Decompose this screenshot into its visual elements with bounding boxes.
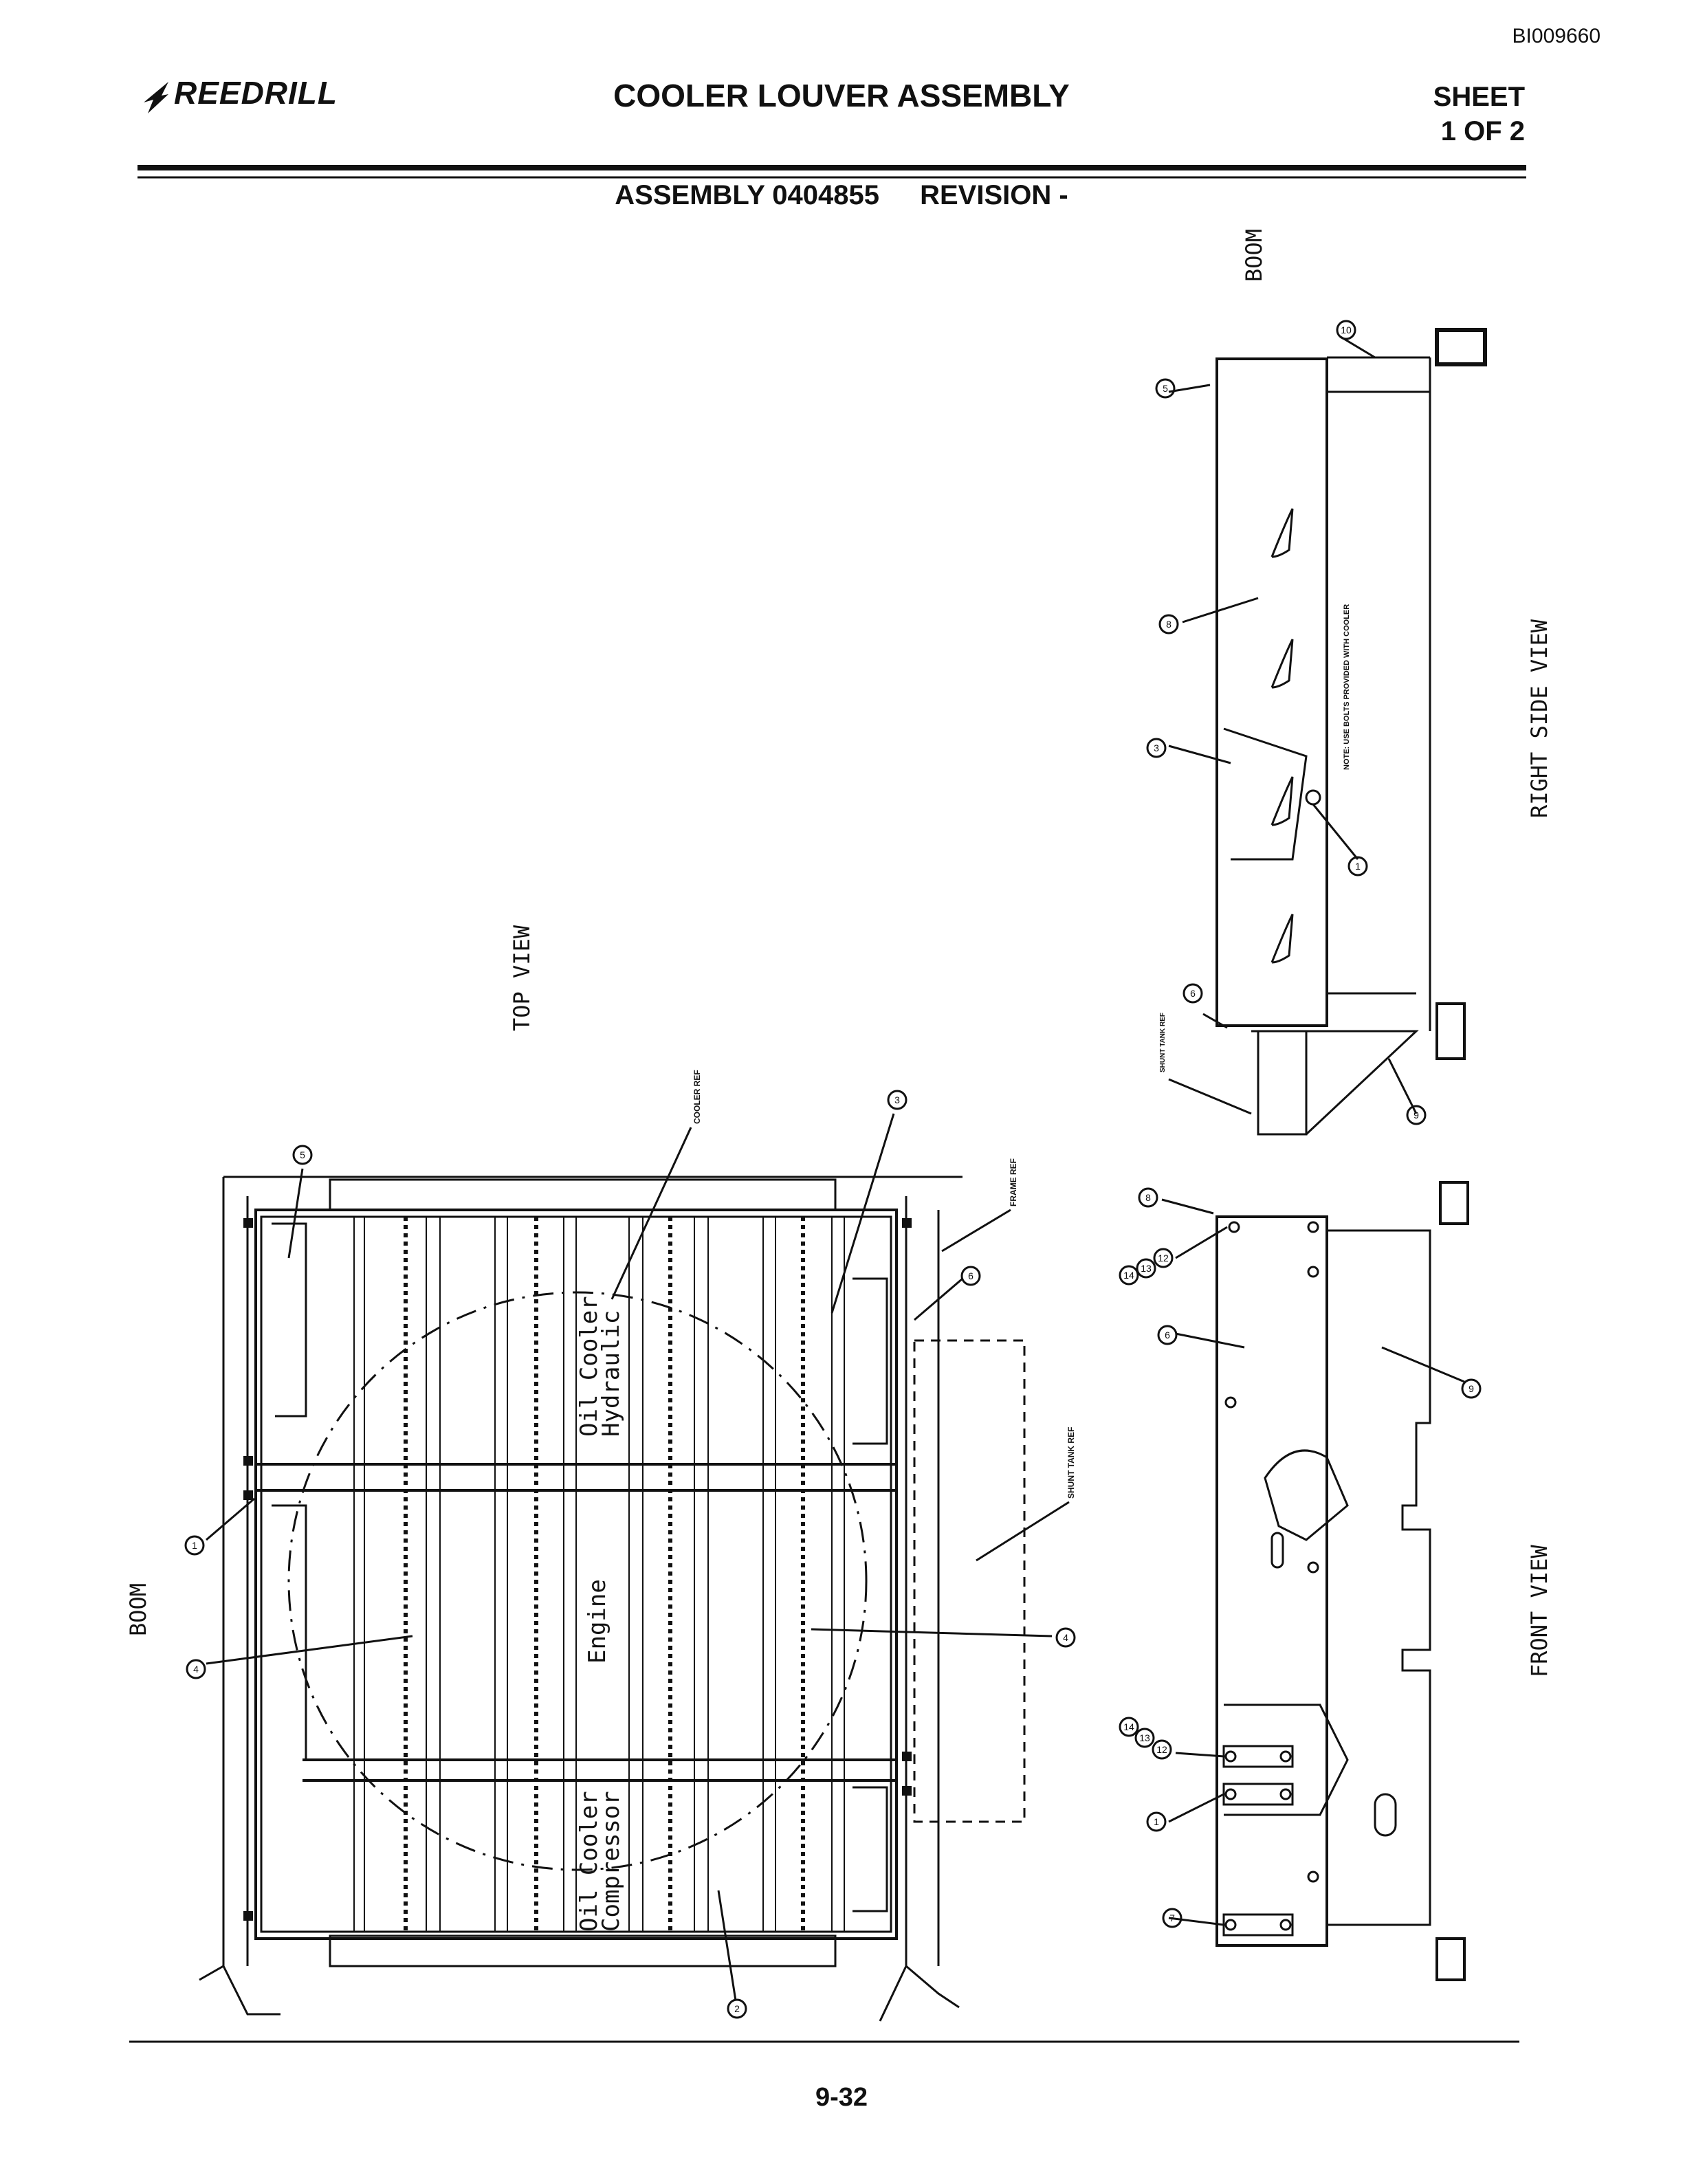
callout-5-side: 5 bbox=[1163, 383, 1168, 394]
callout-9-front: 9 bbox=[1468, 1383, 1474, 1394]
engine-label: Engine bbox=[584, 1579, 611, 1664]
callout-3-top: 3 bbox=[894, 1094, 900, 1105]
cooler-outline bbox=[287, 1291, 868, 1871]
callout-4-left: 4 bbox=[193, 1664, 199, 1675]
callout-numbers: 5 3 6 1 4 4 2 10 5 8 3 1 6 9 8 14 13 12 … bbox=[192, 324, 1474, 2014]
revision: REVISION - bbox=[920, 180, 1068, 210]
callout-14b: 14 bbox=[1123, 1721, 1134, 1732]
callout-13a: 13 bbox=[1141, 1263, 1152, 1274]
callout-1-side: 1 bbox=[1355, 861, 1361, 872]
front-view-label: FRONT VIEW bbox=[1526, 1545, 1552, 1677]
oil-cooler-hydraulic-line1: Oil Cooler bbox=[575, 1296, 603, 1437]
cooler-ref-note: COOLER REF bbox=[692, 1070, 702, 1124]
callout-1-front: 1 bbox=[1154, 1816, 1159, 1827]
document-id: BI009660 bbox=[1512, 25, 1600, 47]
callout-1-top: 1 bbox=[192, 1540, 197, 1551]
callout-2-bottom: 2 bbox=[734, 2003, 740, 2014]
side-panel bbox=[1216, 357, 1328, 1027]
reedrill-logo: REEDRILL bbox=[141, 74, 338, 116]
callout-12b: 12 bbox=[1156, 1744, 1167, 1755]
callout-6-top: 6 bbox=[968, 1270, 974, 1281]
right-side-view: RIGHT SIDE VIEW BOOM NOTE: USE BOLTS PRO… bbox=[1159, 229, 1552, 1136]
sheet-value: 1 OF 2 bbox=[1440, 116, 1525, 146]
oil-cooler-hydraulic-line2: Hydraulic bbox=[597, 1310, 625, 1437]
assembly-number: ASSEMBLY 0404855 bbox=[615, 180, 879, 210]
callout-10-side: 10 bbox=[1341, 324, 1352, 335]
callout-7-front: 7 bbox=[1169, 1912, 1175, 1923]
callout-6-front: 6 bbox=[1165, 1330, 1170, 1341]
side-bracket-top bbox=[1435, 328, 1487, 366]
callout-3-side: 3 bbox=[1154, 742, 1159, 753]
callout-14a: 14 bbox=[1123, 1270, 1134, 1281]
oil-cooler-compressor-line2: Compressor bbox=[597, 1791, 625, 1932]
sheet-indicator: SHEET 1 OF 2 bbox=[1433, 80, 1525, 148]
sheet-label: SHEET bbox=[1433, 82, 1525, 112]
callout-bubbles bbox=[184, 320, 1482, 2019]
boom-label-left: BOOM bbox=[125, 1583, 151, 1636]
logo-mark-icon bbox=[144, 81, 168, 113]
callout-4-right: 4 bbox=[1063, 1632, 1068, 1643]
boom-label-top: BOOM bbox=[1241, 229, 1267, 282]
frame-ref-note: FRAME REF bbox=[1009, 1158, 1018, 1206]
assembly-line: ASSEMBLY 0404855 REVISION - bbox=[0, 180, 1683, 211]
callout-5-top: 5 bbox=[300, 1149, 305, 1160]
page-title: COOLER LOUVER ASSEMBLY bbox=[613, 78, 1070, 113]
shunt-tank-outline bbox=[913, 1339, 1026, 1823]
callout-9-side: 9 bbox=[1414, 1110, 1419, 1121]
callout-13b: 13 bbox=[1139, 1732, 1150, 1743]
top-view-label: TOP VIEW bbox=[509, 925, 535, 1031]
callout-8-front: 8 bbox=[1145, 1192, 1151, 1203]
top-view: TOP VIEW BOOM Oil Cooler Hydraulic Engin… bbox=[125, 925, 1076, 2022]
page-number: 9-32 bbox=[815, 2083, 868, 2112]
bolt-note: NOTE: USE BOLTS PROVIDED WITH COOLER bbox=[1343, 604, 1351, 770]
callout-12a: 12 bbox=[1158, 1253, 1169, 1264]
callout-6-side: 6 bbox=[1190, 988, 1196, 999]
front-panel bbox=[1216, 1215, 1328, 1947]
front-view: FRONT VIEW bbox=[1161, 1181, 1552, 1981]
callout-8-side: 8 bbox=[1166, 619, 1172, 630]
right-side-view-label: RIGHT SIDE VIEW bbox=[1526, 619, 1552, 818]
shunt-tank-ref-note-top: SHUNT TANK REF bbox=[1066, 1427, 1076, 1499]
shunt-tank-ref-note-side: SHUNT TANK REF bbox=[1159, 1013, 1167, 1072]
logo-text: REEDRILL bbox=[174, 75, 338, 111]
oil-cooler-compressor-line1: Oil Cooler bbox=[575, 1791, 603, 1932]
